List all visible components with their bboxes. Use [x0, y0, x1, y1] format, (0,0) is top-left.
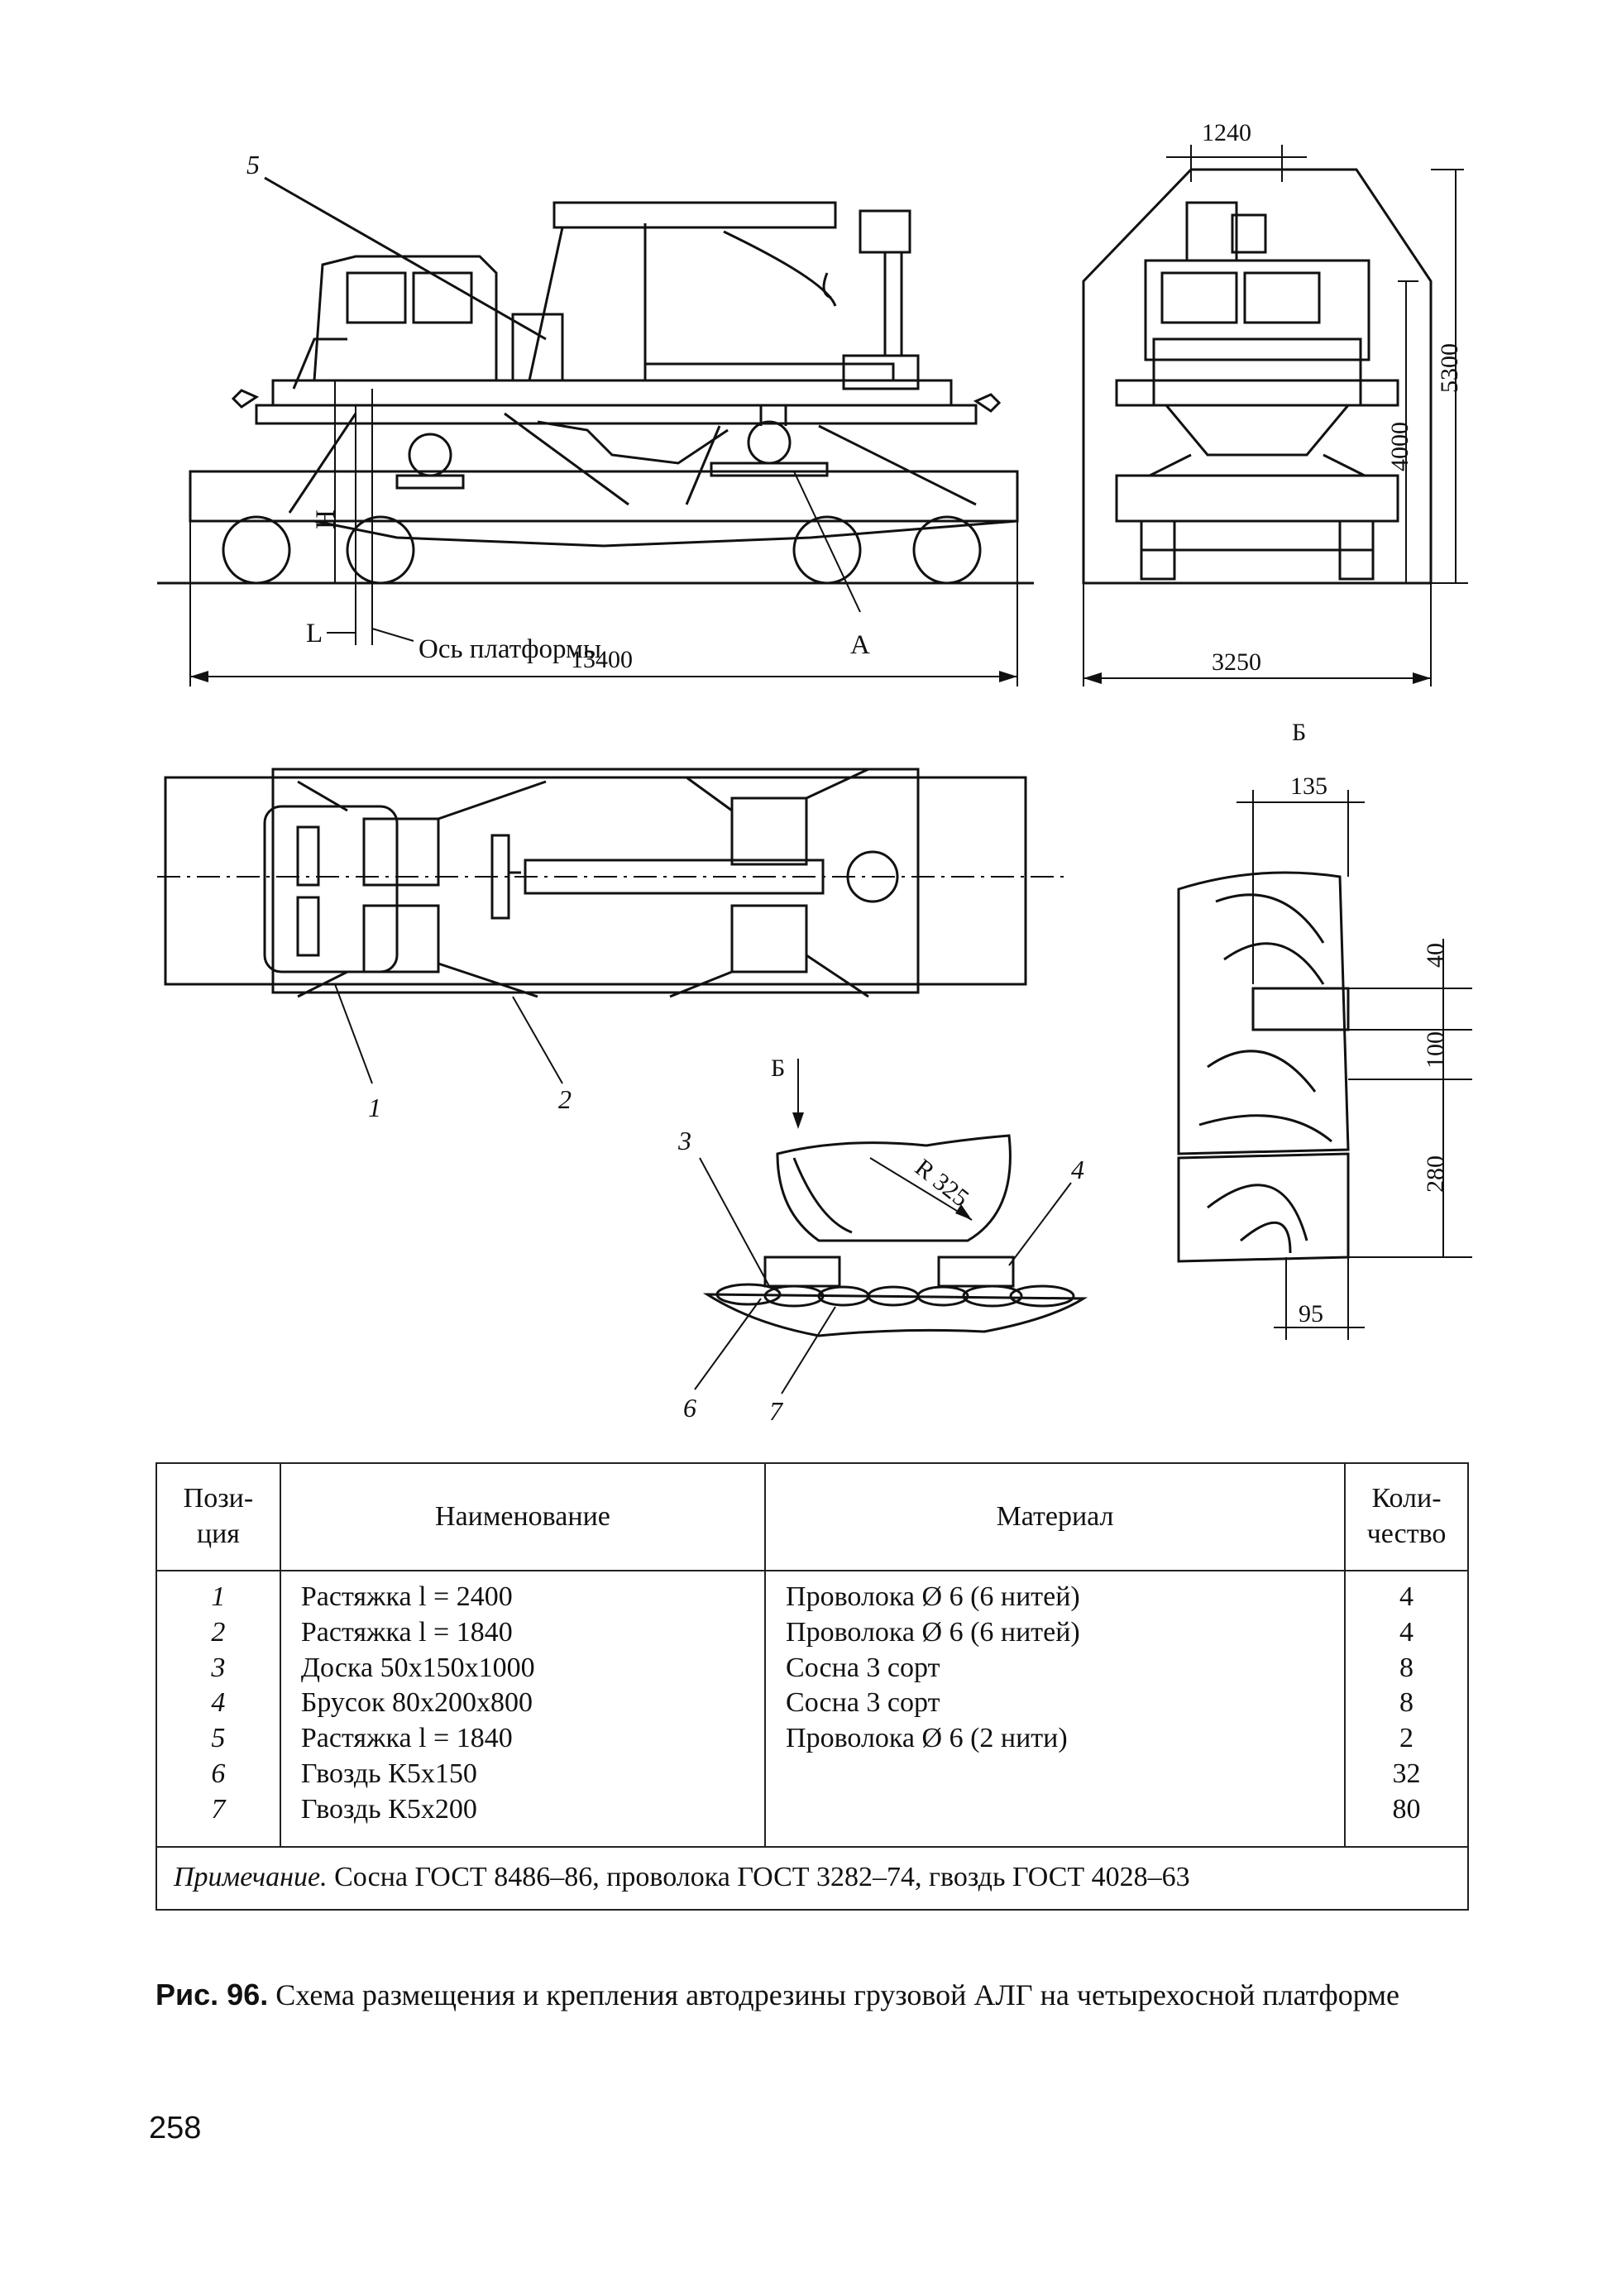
section-b-title: Б [1292, 719, 1306, 746]
dim-135-label: 135 [1290, 773, 1327, 800]
table-cell: 8 [1399, 1687, 1414, 1719]
table-cell: Сосна 3 сорт [786, 1687, 940, 1719]
table-header-row: Пози- ция Наименование Материал Коли- че… [155, 1462, 1469, 1571]
table-cell: Растяжка l = 2400 [300, 1581, 513, 1612]
header-material: Материал [764, 1462, 1347, 1571]
dim-40-label: 40 [1422, 943, 1449, 968]
table-cell: 2 [1399, 1723, 1414, 1754]
pos-4-label: 4 [1071, 1155, 1084, 1184]
table-body-row: 1 2 3 4 5 6 7 Растяжка l = 2400 Растяжка… [155, 1570, 1469, 1848]
table-cell: Гвоздь К5х200 [300, 1793, 477, 1825]
table-cell: 6 [211, 1758, 226, 1790]
header-name: Наименование [279, 1462, 767, 1571]
table-cell: Проволока Ø 6 (6 нитей) [786, 1581, 1080, 1612]
table-cell: 4 [1399, 1581, 1414, 1612]
table-cell: 32 [1392, 1758, 1421, 1790]
pos-3-label: 3 [677, 1126, 691, 1155]
table-note: Примечание. Сосна ГОСТ 8486–86, проволок… [155, 1845, 1469, 1911]
dim-3250-label: 3250 [1212, 648, 1261, 676]
table-cell: Проволока Ø 6 (2 нити) [786, 1723, 1068, 1754]
table-cell: Проволока Ø 6 (6 нитей) [786, 1616, 1080, 1648]
table-cell: 1 [211, 1581, 226, 1612]
axis-label: Ось платформы [419, 634, 601, 664]
header-quantity: Коли- чество [1344, 1462, 1469, 1571]
dim-4000-label: 4000 [1386, 422, 1413, 471]
radius-label: R 325 [910, 1154, 973, 1213]
material-column: Проволока Ø 6 (6 нитей) Проволока Ø 6 (6… [764, 1570, 1347, 1848]
table-cell: Брусок 80х200х800 [300, 1687, 533, 1719]
table-cell: Растяжка l = 1840 [300, 1723, 513, 1754]
dim-5300-label: 5300 [1436, 343, 1463, 393]
dim-l-label: L [306, 619, 323, 648]
table-cell: Растяжка l = 1840 [300, 1616, 513, 1648]
dim-280-label: 280 [1422, 1155, 1449, 1193]
header-position: Пози- ция [155, 1462, 281, 1571]
plan-view-drawing: 1 2 [157, 768, 1067, 1122]
table-cell: Доска 50х150х1000 [300, 1652, 535, 1683]
position-column: 1 2 3 4 5 6 7 [155, 1570, 281, 1848]
end-view-drawing: 1240 4000 5300 3250 [1082, 119, 1468, 686]
pos-2-label: 2 [558, 1084, 572, 1114]
figure-caption: Рис. 96. Схема размещения и крепления ав… [155, 1977, 1469, 2014]
length-13400-label: 13400 [571, 646, 633, 673]
table-cell: 3 [211, 1652, 226, 1683]
parts-table: Пози- ция Наименование Материал Коли- че… [155, 1462, 1469, 1911]
dim-100-label: 100 [1422, 1031, 1449, 1069]
side-view-drawing: 5 H L Ось платформы A 13400 [157, 150, 1034, 686]
pos-5-label: 5 [246, 150, 260, 179]
name-column: Растяжка l = 2400 Растяжка l = 1840 Доск… [279, 1570, 767, 1848]
dim-1240-label: 1240 [1202, 119, 1251, 146]
note-text: Сосна ГОСТ 8486–86, проволока ГОСТ 3282–… [327, 1862, 1190, 1893]
table-cell: 4 [1399, 1616, 1414, 1648]
table-cell: 8 [1399, 1652, 1414, 1683]
quantity-column: 4 4 8 8 2 32 80 [1344, 1570, 1469, 1848]
table-cell: 2 [211, 1616, 226, 1648]
table-cell: Гвоздь К5х150 [300, 1758, 477, 1790]
section-b-drawing: Б 135 40 100 280 95 [1177, 719, 1472, 1340]
caption-text: Схема размещения и крепления автодрезины… [268, 1978, 1399, 2011]
dim-h-label: H [311, 509, 341, 529]
pos-7-label: 7 [769, 1396, 784, 1426]
note-label: Примечание. [174, 1862, 328, 1893]
point-a-label: A [850, 630, 870, 660]
detail-arrow-b: Б [771, 1055, 785, 1082]
table-cell: 4 [211, 1687, 226, 1719]
table-note-row: Примечание. Сосна ГОСТ 8486–86, проволок… [155, 1845, 1469, 1911]
pos-6-label: 6 [683, 1393, 696, 1423]
table-cell: Сосна 3 сорт [786, 1652, 940, 1683]
detail-view-drawing: Б 3 4 R 325 6 7 [677, 1055, 1088, 1426]
table-cell: 7 [211, 1793, 226, 1825]
table-cell: 80 [1392, 1793, 1421, 1825]
table-cell: 5 [211, 1723, 226, 1754]
pos-1-label: 1 [368, 1093, 381, 1122]
page-number: 258 [149, 2111, 202, 2145]
dim-95-label: 95 [1299, 1300, 1323, 1327]
caption-label: Рис. 96. [155, 1978, 269, 2011]
